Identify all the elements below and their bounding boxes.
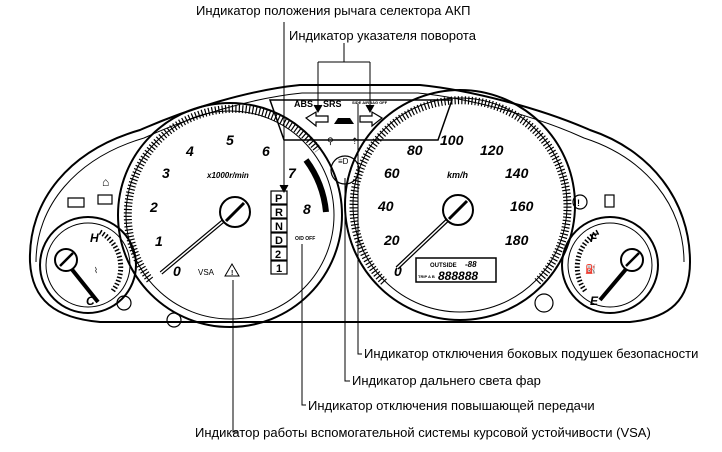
outside-temp-label: OUTSIDE [430,263,457,269]
leader-vsa [232,280,238,433]
leader-airbag [357,104,362,355]
seatbelt-icon: ⚲ [327,136,334,146]
temp-cold-label: C [86,294,95,308]
abs-lamp: ABS [294,99,313,109]
vsa-label: VSA [198,268,215,277]
high-beam-icon: ≡D [338,157,349,166]
od-off-indicator: O/D OFF [295,236,315,242]
callout-high-beam: Индикатор дальнего света фар [352,373,541,388]
leader-overdrive [301,244,306,406]
speed-tick-140: 140 [505,165,529,181]
door-icon: ⇡ [351,136,359,146]
speed-tick-80: 80 [407,142,423,158]
callout-vsa: Индикатор работы вспомогательной системы… [195,425,651,440]
speed-tick-20: 20 [383,232,400,248]
speed-tick-40: 40 [377,198,394,214]
trip-label: TRIP A B [418,274,435,279]
coolant-icon: ⌇ [94,266,98,275]
speedometer: 0 20 40 60 80 100 120 140 160 180 km/h O… [344,89,576,321]
tach-redline [303,158,329,213]
oil-pressure-icon: ⌂ [102,175,109,189]
callout-airbag: Индикатор отключения боковых подушек без… [364,346,699,361]
tach-tick-3: 3 [162,165,170,181]
tach-tick-8: 8 [303,201,311,217]
low-fuel-icon [604,194,615,208]
gear-p: P [275,193,282,205]
brake-icon [572,194,588,210]
cluster-housing [28,84,692,323]
tach-tick-1: 1 [155,233,163,249]
gear-n: N [275,221,283,233]
car-icon [334,118,354,124]
svg-text:!: ! [577,198,580,208]
temp-high-label: H [90,231,99,245]
srs-lamp: SRS [323,99,342,109]
turn-right-icon [359,110,384,128]
speed-tick-0: 0 [394,263,402,279]
tach-adjust-knob [166,312,182,328]
temp-gauge: H C ⌇ [39,216,137,314]
fuel-gauge: F E ⛽ [561,216,659,314]
speed-tick-60: 60 [384,165,400,181]
leader-lines [232,22,375,433]
speed-tick-180: 180 [505,232,529,248]
turn-left-icon [304,110,329,128]
callout-turn: Индикатор указателя поворота [289,28,476,43]
tach-tick-5: 5 [226,132,234,148]
odometer-value: 888888 [438,269,478,283]
speed-tick-100: 100 [440,132,464,148]
outside-temp-value: -88 [465,260,477,269]
gear-d: D [275,235,283,247]
fuel-empty-label: E [590,294,599,308]
tach-tick-0: 0 [173,263,181,279]
gear-1: 1 [276,263,282,275]
callout-overdrive: Индикатор отключения повышающей передачи [308,398,595,413]
gear-selector-strip: P R N D 2 1 [270,190,288,275]
svg-text:!: ! [231,270,233,277]
gear-r: R [275,207,283,219]
tach-unit: x1000r/min [206,171,249,180]
charge-icon [97,194,113,205]
check-engine-icon [67,197,85,208]
speed-unit: km/h [447,170,469,180]
warning-lamp-panel [268,99,454,141]
tach-tick-2: 2 [149,199,158,215]
fuel-full-label: F [590,231,598,245]
tach-tick-4: 4 [185,143,194,159]
tach-tick-7: 7 [288,165,297,181]
fuel-pump-icon: ⛽ [585,263,596,274]
vsa-warning-icon [224,263,240,277]
odometer-display [415,257,497,283]
gear-2: 2 [275,249,281,261]
leader-high-beam [344,178,350,382]
tachometer: 0 1 2 3 4 5 6 7 8 x1000r/min VSA ! O/D O… [117,102,343,328]
callout-selector: Индикатор положения рычага селектора АКП [196,3,471,18]
speed-tick-120: 120 [480,142,504,158]
tach-tick-6: 6 [262,143,270,159]
trip-reset-knob [534,293,554,313]
speed-tick-160: 160 [510,198,534,214]
